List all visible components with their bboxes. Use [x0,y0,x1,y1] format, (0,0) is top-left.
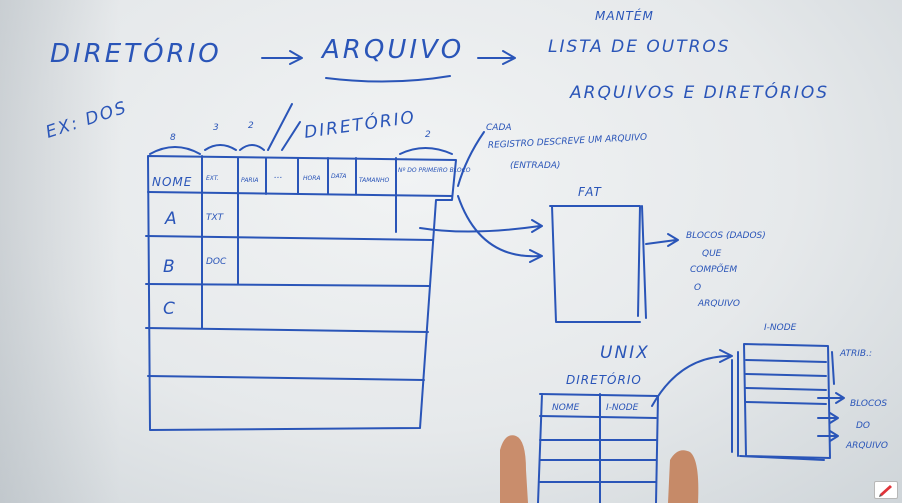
note-line-2: REGISTRO DESCREVE UM ARQUIVO [488,133,648,151]
fat-desc-4: O [694,283,701,293]
header-dots: ... [274,171,283,181]
row-b-ext: DOC [206,257,227,267]
inode-attributes: ATRIB.: [839,349,872,359]
unix-label: UNIX [600,343,650,363]
dos-directory-table [145,155,457,431]
header-ext: EXT. [206,175,219,182]
fat-desc-3: COMPÕEM [690,263,737,275]
inode-label: I-NODE [764,323,797,333]
row-c-name: C [163,299,177,319]
arrow-icon [817,412,839,424]
inode-block [731,343,835,461]
arrow-icon [261,50,303,65]
note-line-1: CADA [486,123,512,133]
fat-box [549,205,647,323]
header-date: DATA [331,173,347,180]
field-braces [149,144,453,155]
field-size-number: 8 [170,133,176,143]
unix-header-inode: I-NODE [606,403,639,413]
header-hour: HORA [303,175,321,182]
inode-blocks-3: ARQUIVO [845,441,888,451]
unix-directory-label: DIRETÓRIO [566,372,642,387]
arrow-icon [457,195,543,263]
arrow-icon [477,50,516,65]
fat-desc-2: QUE [702,249,722,259]
title-line-2: ARQUIVOS E DIRETÓRIOS [569,81,829,103]
hand-left [500,435,528,503]
arrow-icon [645,233,679,247]
row-b-name: B [163,257,177,277]
header-attr: PARIA [241,177,258,184]
inode-blocks-1: BLOCOS [850,399,887,409]
underline-mark [325,75,451,83]
fat-label: FAT [578,185,603,199]
arrow-icon [817,430,839,442]
field-size-number: 2 [248,121,254,131]
row-a-ext: TXT [206,213,225,223]
example-label: EX: DOS [43,98,130,143]
fat-desc-5: ARQUIVO [697,299,740,309]
field-size-number: 2 [425,130,431,140]
title-line-1: LISTA DE OUTROS [548,37,731,57]
arrow-icon [817,392,845,404]
title-word-file: ARQUIVO [320,35,464,65]
row-a-name: A [164,209,179,229]
title-word-directory: DIRETÓRIO [50,37,222,69]
header-name: NOME [152,175,192,189]
unix-directory-table [537,393,659,503]
arrow-icon [419,219,543,233]
header-size: TAMANHO [359,177,390,184]
note-pointer [457,131,485,187]
field-size-number: 3 [213,123,219,133]
header-first-block: Nº DO PRIMEIRO BLOCO [398,167,471,174]
pen-icon[interactable] [874,481,898,499]
arrow-icon [651,349,733,407]
inode-blocks-2: DO [856,421,870,431]
note-line-3: (ENTRADA) [510,161,560,171]
board-shadow [0,0,120,503]
title-maintains: MANTÉM [595,8,654,23]
dos-directory-label: DIRETÓRIO [303,105,418,142]
pointer-lines [267,103,301,151]
fat-desc-1: BLOCOS (DADOS) [686,231,766,241]
unix-header-name: NOME [552,403,580,413]
hand-right [668,450,699,503]
